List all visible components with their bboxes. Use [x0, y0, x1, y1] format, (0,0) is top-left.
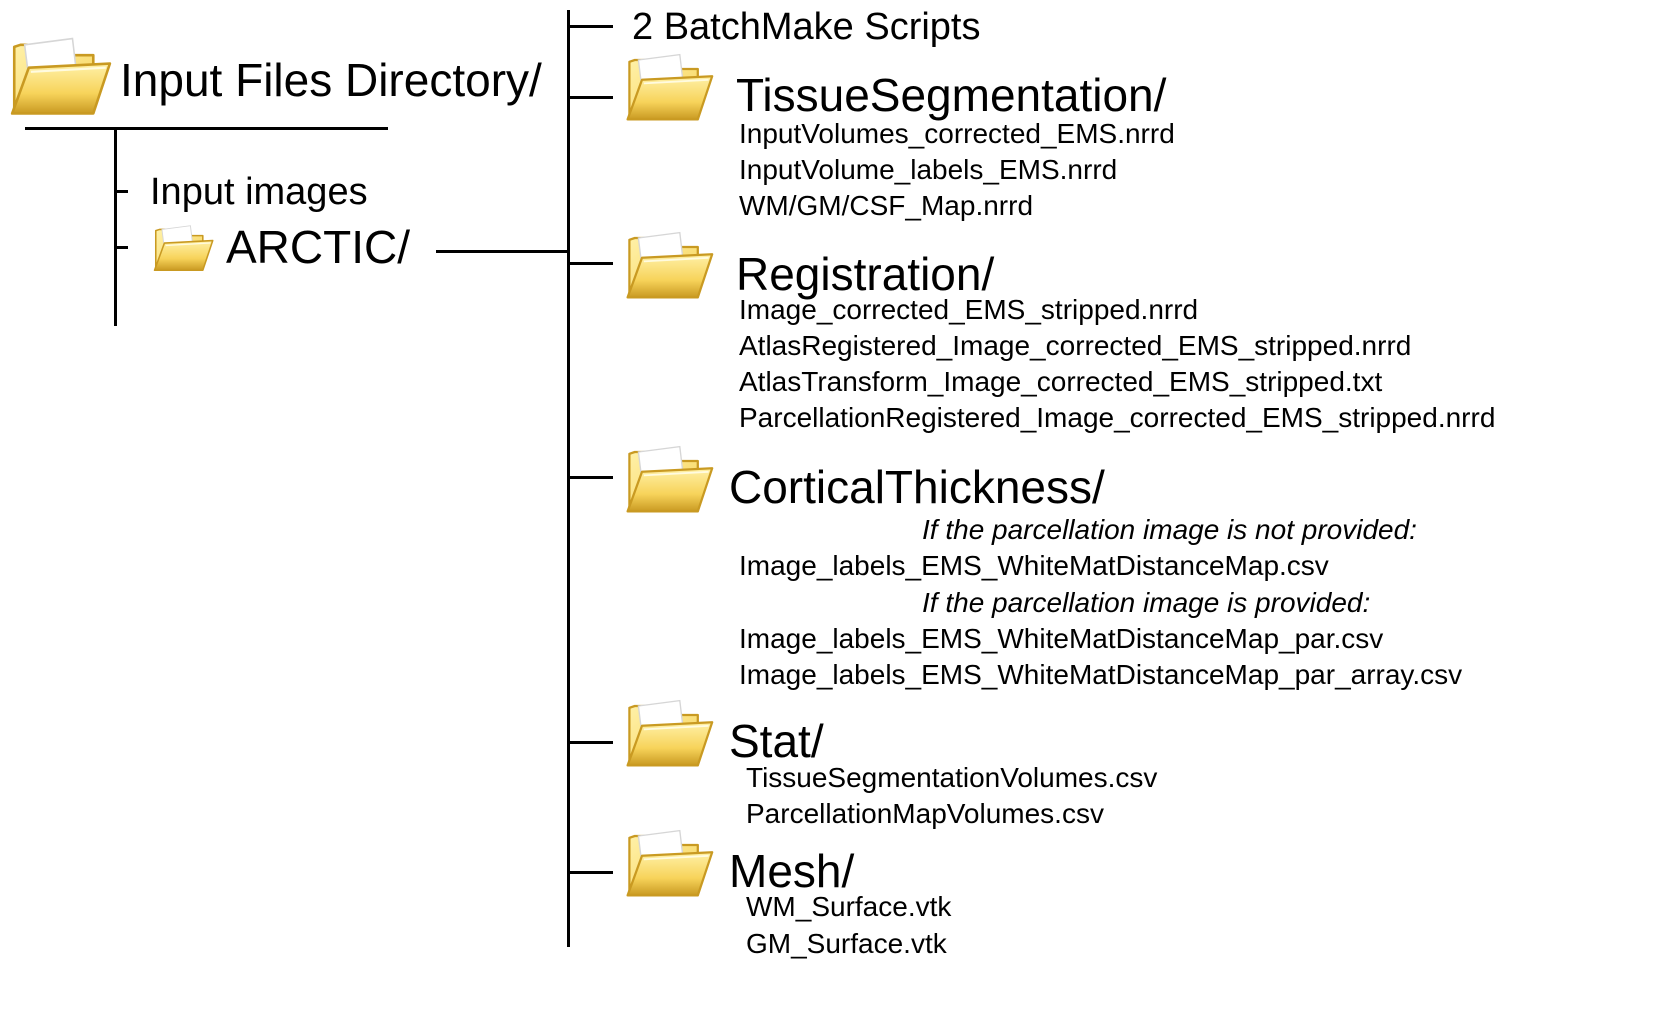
folder-icon — [153, 225, 214, 272]
tissue-file: InputVolume_labels_EMS.nrrd — [739, 154, 1118, 185]
root-underline — [25, 127, 388, 130]
registration-file: Image_corrected_EMS_stripped.nrrd — [739, 294, 1199, 325]
tissue-folder-label: TissueSegmentation/ — [736, 69, 1167, 121]
input-images-label: Input images — [150, 171, 368, 213]
cortical-file: Image_labels_EMS_WhiteMatDistanceMap.csv — [739, 550, 1329, 581]
input-images-tick — [116, 190, 128, 193]
arctic-connector-line — [436, 250, 570, 253]
folder-icon — [626, 53, 714, 121]
mesh-file: WM_Surface.vtk — [746, 891, 952, 922]
root-folder-label: Input Files Directory/ — [120, 54, 542, 106]
folder-icon — [626, 445, 714, 513]
arctic-folder-label: ARCTIC/ — [226, 221, 410, 273]
cortical-branch — [569, 476, 613, 479]
root-trunk-line — [114, 129, 117, 326]
cortical-note-provided: If the parcellation image is provided: — [922, 587, 1371, 618]
tissue-branch — [569, 96, 613, 99]
cortical-file: Image_labels_EMS_WhiteMatDistanceMap_par… — [739, 659, 1463, 690]
stat-branch — [569, 741, 613, 744]
batchmake-label: 2 BatchMake Scripts — [632, 6, 981, 48]
stat-file: TissueSegmentationVolumes.csv — [746, 762, 1158, 793]
tissue-file: InputVolumes_corrected_EMS.nrrd — [739, 118, 1175, 149]
registration-file: ParcellationRegistered_Image_corrected_E… — [739, 402, 1496, 433]
registration-file: AtlasTransform_Image_corrected_EMS_strip… — [739, 366, 1383, 397]
cortical-file: Image_labels_EMS_WhiteMatDistanceMap_par… — [739, 623, 1384, 654]
registration-file: AtlasRegistered_Image_corrected_EMS_stri… — [739, 330, 1412, 361]
arctic-tick — [116, 246, 128, 249]
registration-folder-label: Registration/ — [736, 248, 995, 300]
mesh-folder-label: Mesh/ — [729, 845, 855, 897]
folder-icon — [626, 699, 714, 767]
cortical-note-not-provided: If the parcellation image is not provide… — [922, 514, 1417, 545]
registration-branch — [569, 262, 613, 265]
tissue-file: WM/GM/CSF_Map.nrrd — [739, 190, 1034, 221]
stat-file: ParcellationMapVolumes.csv — [746, 798, 1104, 829]
folder-icon — [626, 829, 714, 897]
folder-icon — [626, 231, 714, 299]
mesh-branch — [569, 871, 613, 874]
mesh-file: GM_Surface.vtk — [746, 928, 947, 959]
folder-icon — [10, 37, 112, 115]
stat-folder-label: Stat/ — [729, 715, 824, 767]
arctic-trunk-line — [567, 10, 570, 947]
batchmake-branch — [569, 25, 613, 28]
cortical-folder-label: CorticalThickness/ — [729, 461, 1105, 513]
